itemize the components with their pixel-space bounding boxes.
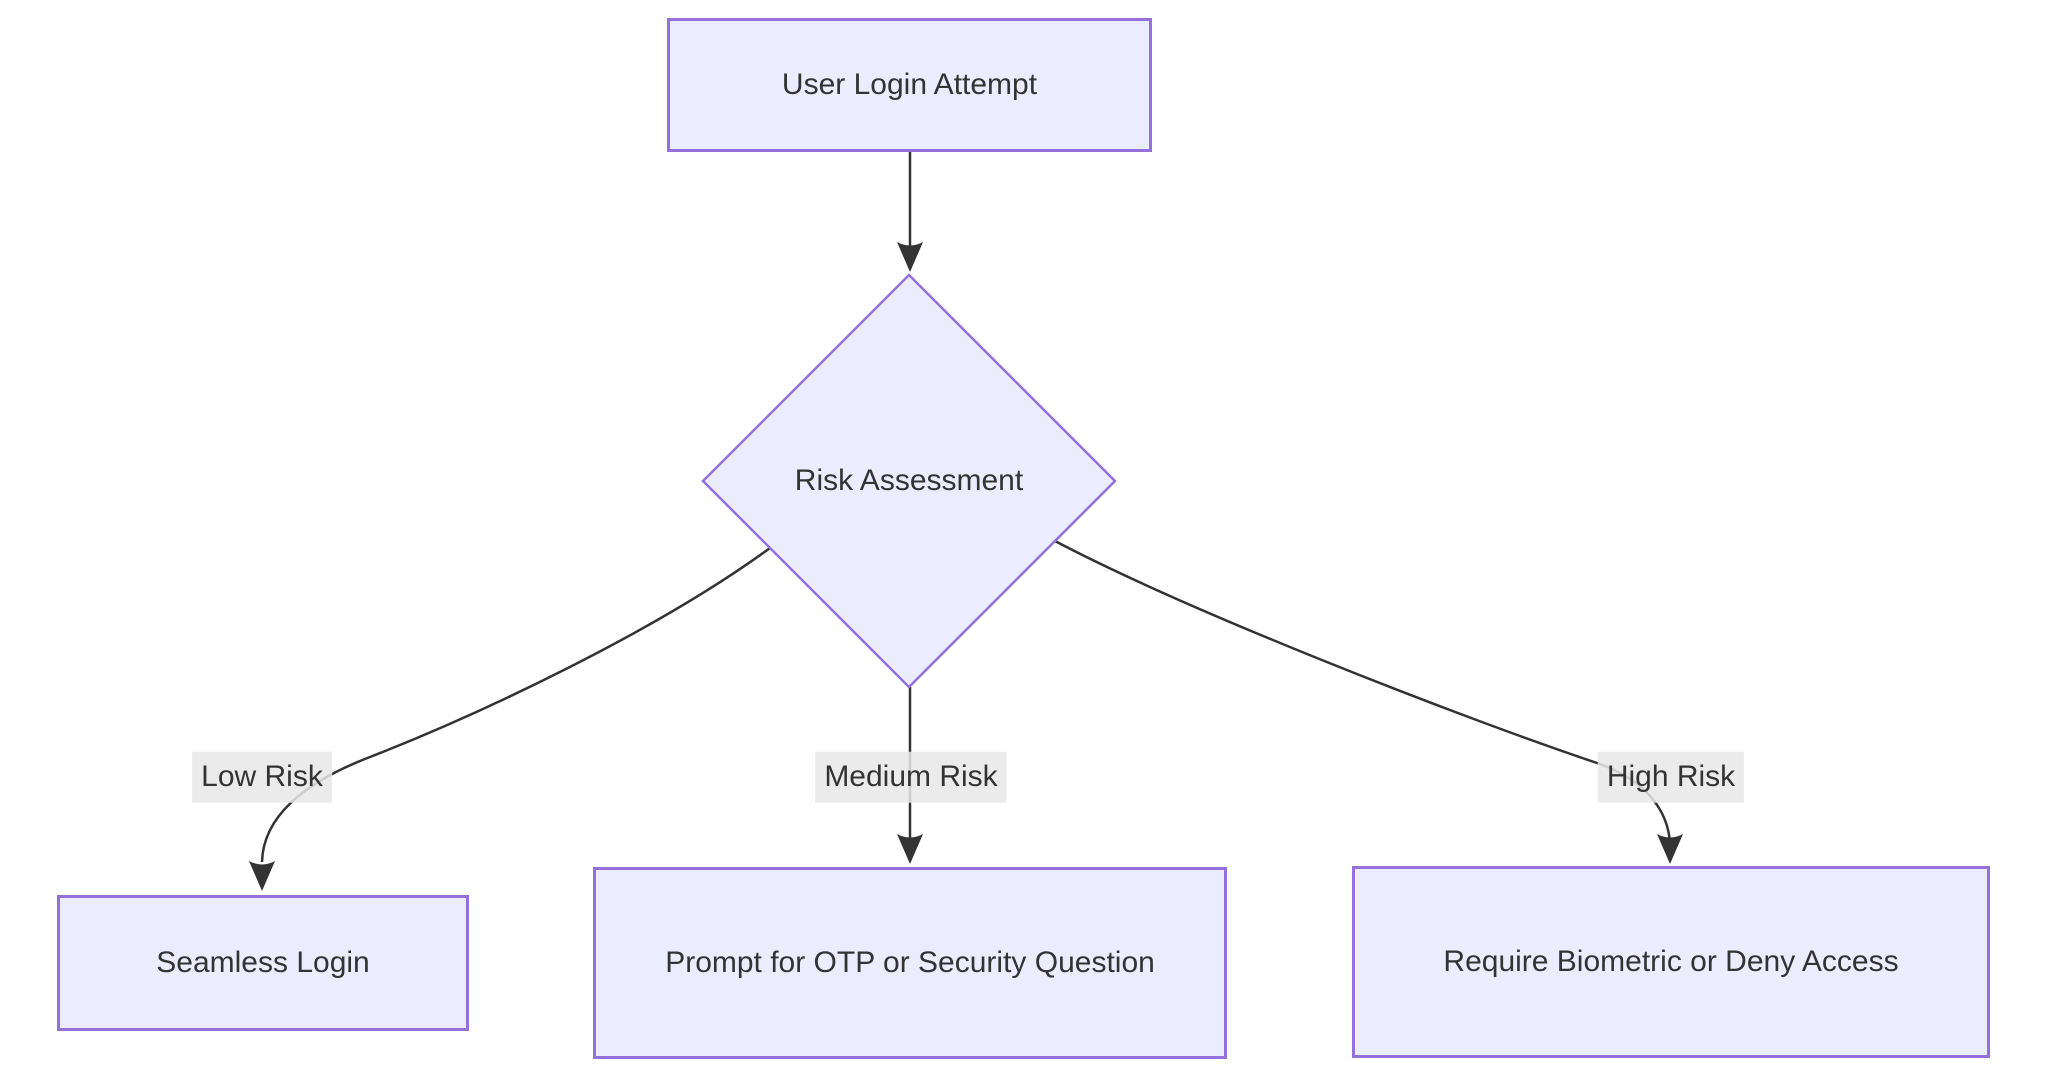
edge-label-high-risk: High Risk — [1597, 751, 1745, 803]
edge-label-high-risk-text: High Risk — [1606, 759, 1736, 793]
node-prompt-otp: Prompt for OTP or Security Question — [593, 867, 1227, 1059]
node-risk-assessment-text: Risk Assessment — [794, 464, 1024, 497]
edge-label-low-risk-text: Low Risk — [201, 759, 323, 793]
arrowhead-decision — [897, 242, 923, 272]
edge-decision-to-high — [1054, 539, 1672, 844]
node-require-biometric: Require Biometric or Deny Access — [1352, 866, 1990, 1058]
edge-label-medium-risk: Medium Risk — [815, 751, 1007, 803]
node-seamless-login-label: Seamless Login — [156, 946, 370, 979]
node-risk-assessment-label: Risk Assessment — [709, 453, 1109, 509]
node-prompt-otp-label: Prompt for OTP or Security Question — [665, 946, 1155, 979]
node-require-biometric-label: Require Biometric or Deny Access — [1443, 945, 1899, 978]
arrowhead-low — [249, 861, 275, 891]
edge-decision-to-low — [260, 546, 771, 863]
arrowhead-high — [1657, 834, 1683, 864]
node-user-login-attempt-label: User Login Attempt — [781, 68, 1038, 101]
edge-label-medium-risk-text: Medium Risk — [824, 759, 998, 793]
edge-label-low-risk: Low Risk — [192, 751, 332, 803]
arrowhead-medium — [897, 834, 923, 864]
node-user-login-attempt: User Login Attempt — [667, 18, 1152, 152]
node-seamless-login: Seamless Login — [57, 895, 469, 1031]
decision-diamond-shape — [701, 273, 1117, 689]
